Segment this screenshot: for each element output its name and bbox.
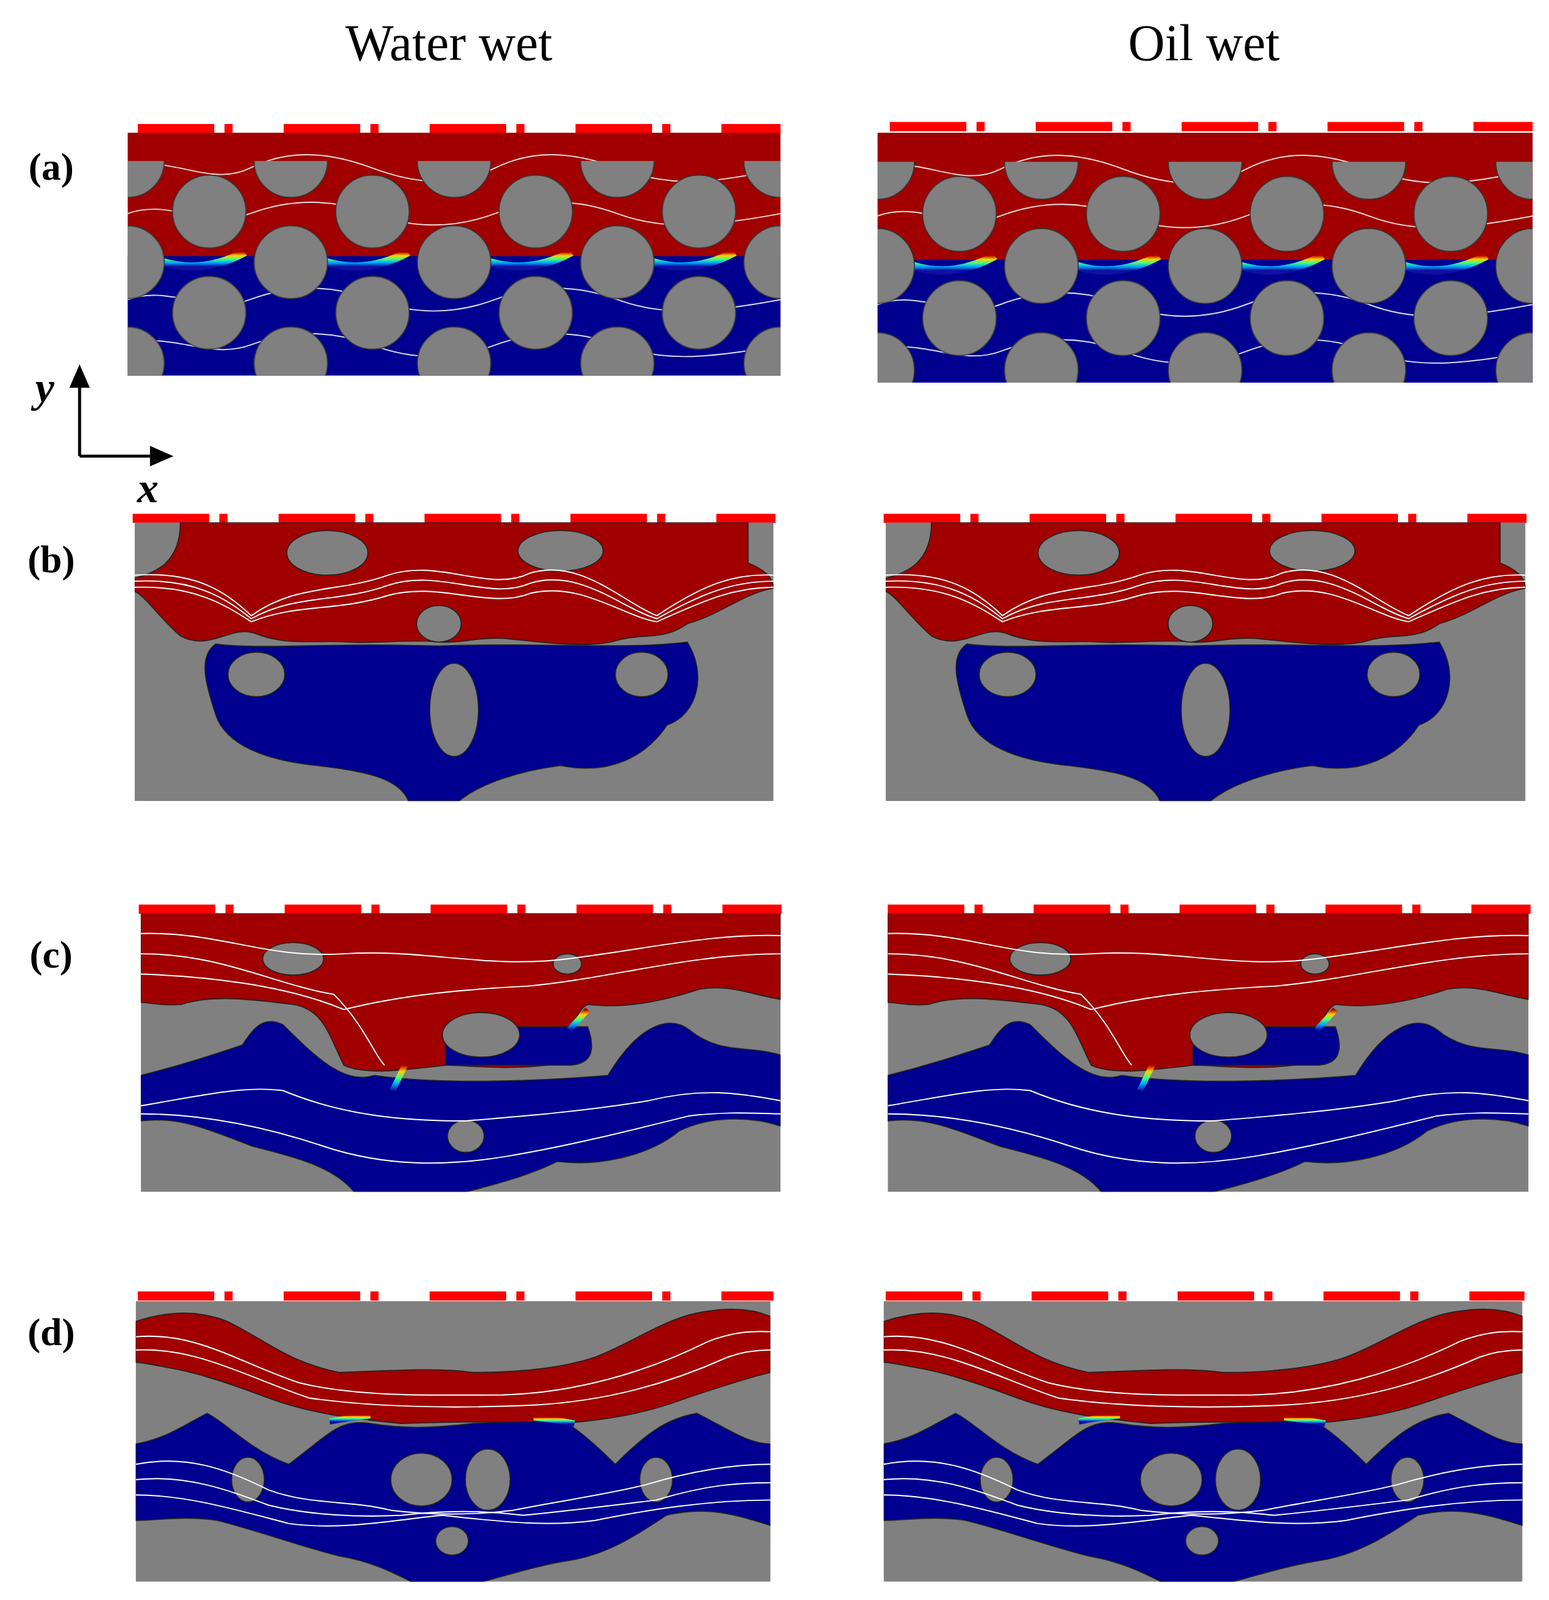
column-heading: Oil wet <box>1128 17 1280 69</box>
panel-label: (d) <box>27 1312 76 1352</box>
panel-label: (c) <box>29 935 73 974</box>
column-heading: Water wet <box>345 17 552 69</box>
panel-label: (b) <box>27 539 76 579</box>
axis-label: x <box>137 466 159 510</box>
axis-label: y <box>35 366 54 410</box>
axis-arrows <box>69 364 174 467</box>
panel-label: (a) <box>28 147 74 187</box>
